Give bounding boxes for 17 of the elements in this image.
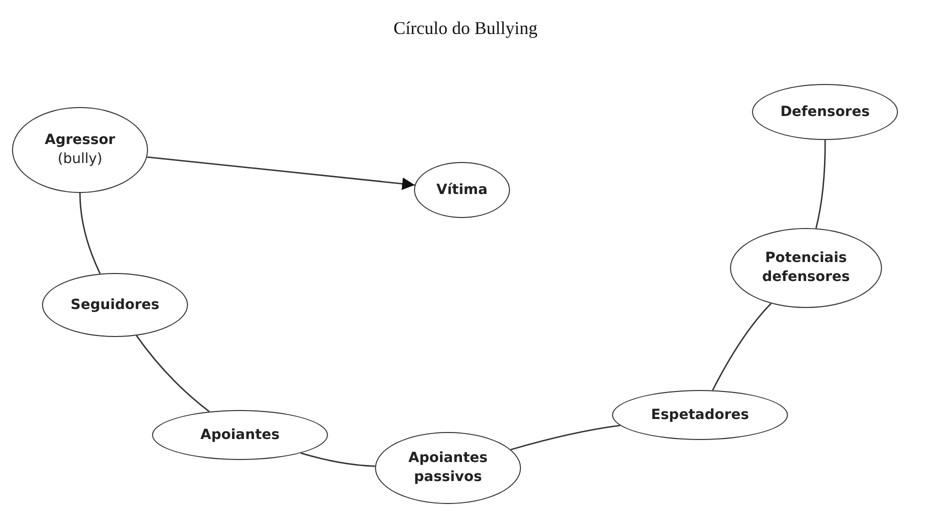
node-label: Potenciais defensores [761,249,851,287]
node-sublabel: (bully) [58,150,102,169]
connector-line [815,140,826,229]
node-label: Vítima [436,180,488,200]
arrow [147,156,415,190]
node-label: Defensores [780,102,870,122]
node-label: Seguidores [70,296,160,314]
connector-line [510,424,620,450]
connector-line [712,303,772,391]
connector-line [300,452,376,467]
connector-line [79,192,101,274]
node-label: Espetadores [651,406,749,424]
node-label: Agressor [44,131,116,150]
connector-line [136,335,210,412]
diagram-title: Círculo do Bullying [392,18,538,39]
node-label: Apoiantes passivos [407,449,489,487]
node-label: Apoiantes [200,426,280,444]
